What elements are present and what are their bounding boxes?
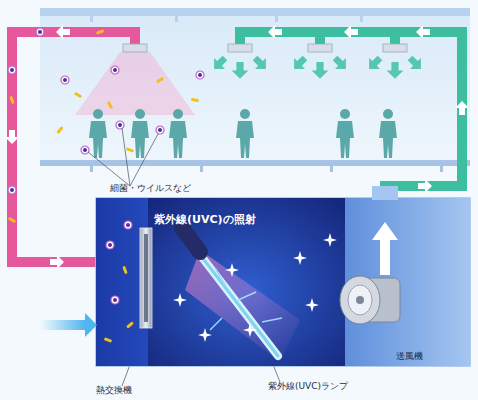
heat-exchanger	[140, 228, 152, 328]
callout-label: 紫外線(UVC)ランプ	[268, 382, 348, 392]
air-handling-unit	[40, 186, 470, 366]
airflow-arrows	[209, 53, 427, 79]
blower	[340, 276, 400, 324]
people	[89, 109, 397, 158]
callout-label: 熱交換機	[96, 386, 132, 396]
callout-label: 送風機	[396, 352, 423, 362]
callout-label: 細菌・ウイルスなど	[110, 184, 191, 194]
diffusers	[123, 44, 407, 52]
germs	[56, 66, 204, 154]
section-heading: 紫外線(UVC)の照射	[154, 212, 324, 227]
supply-duct	[240, 25, 469, 200]
uv-lamp	[173, 228, 337, 362]
process-section: 紫外線(UVC)の照射	[154, 212, 324, 227]
